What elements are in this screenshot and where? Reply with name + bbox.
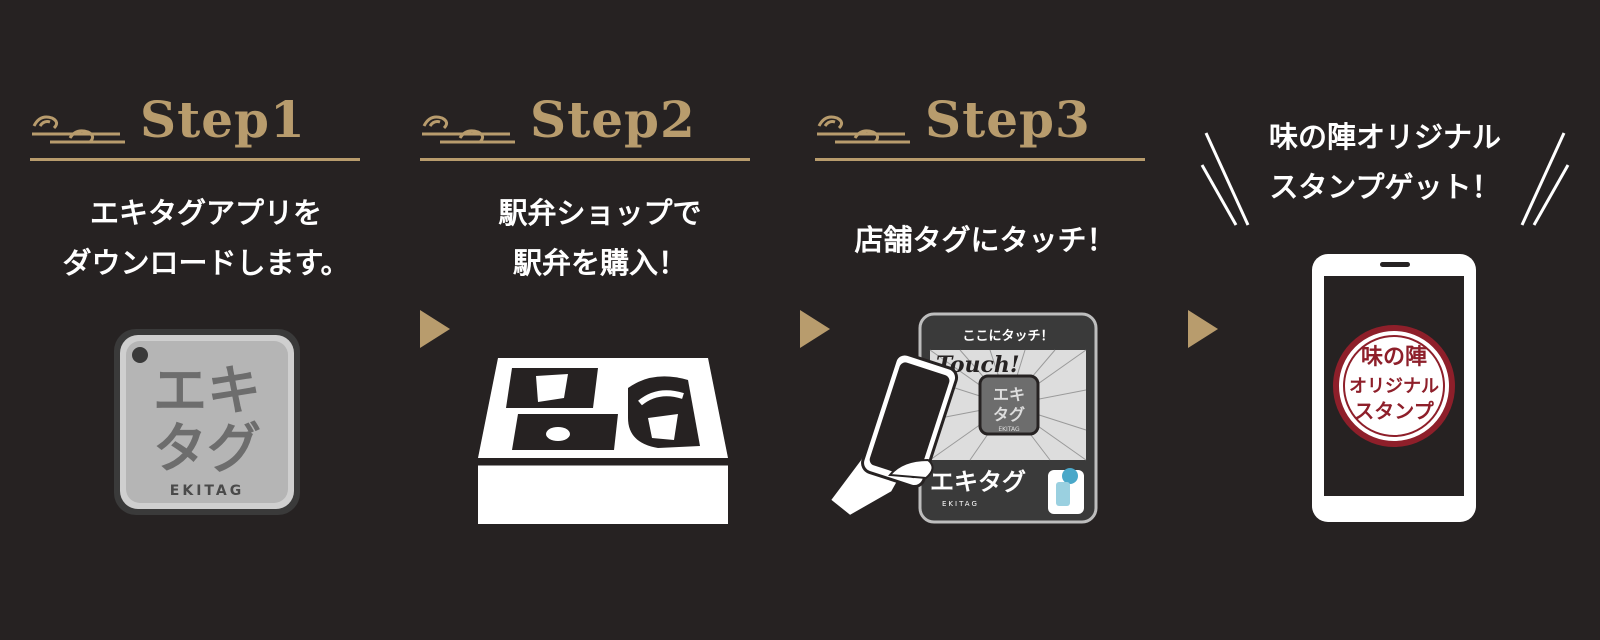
panel-brand-sub: EKITAG <box>942 500 979 508</box>
step1-line2: ダウンロードします。 <box>62 246 350 280</box>
step-title: Step1 <box>140 90 306 149</box>
stamp-line2: オリジナル <box>1349 376 1439 397</box>
emphasis-lines-right-icon <box>1520 132 1570 226</box>
step-divider <box>30 158 360 161</box>
step3-header: Step3 <box>815 88 1145 168</box>
stamp-line3: スタンプ <box>1354 399 1434 423</box>
panel-tag-line2: タグ <box>993 405 1025 424</box>
step-divider <box>420 158 750 161</box>
touch-panel-illustration: ここにタッチ！ Touch! エキ タグ EKITAG エキタグ EKITAG <box>830 312 1098 524</box>
step2-line2: 駅弁を購入！ <box>512 246 687 280</box>
panel-tag-sub: EKITAG <box>998 426 1020 433</box>
step-title: Step3 <box>925 90 1091 149</box>
step2-line1: 駅弁ショップで <box>498 196 702 230</box>
step2-header: Step2 <box>420 88 750 168</box>
panel-brand: エキタグ <box>930 468 1026 496</box>
smartphone-stamp-illustration: 味の陣 オリジナル スタンプ <box>1312 254 1476 522</box>
step3-description: 店舗タグにタッチ！ <box>805 215 1165 265</box>
final-description: 味の陣オリジナル スタンプゲット！ <box>1200 112 1570 212</box>
app-logo-sub: EKITAG <box>170 483 244 499</box>
step3-line1: 店舗タグにタッチ！ <box>854 223 1116 257</box>
step-divider <box>815 158 1145 161</box>
arrow-right-icon <box>1188 310 1218 348</box>
bento-box-icon <box>478 358 728 524</box>
final-line1: 味の陣オリジナル <box>1268 120 1501 154</box>
final-line2: スタンプゲット！ <box>1269 170 1501 204</box>
step1-description: エキタグアプリを ダウンロードします。 <box>26 188 386 288</box>
app-logo-line1: エキ <box>153 359 261 422</box>
emphasis-lines-left-icon <box>1200 132 1250 226</box>
panel-tag-line1: エキ <box>993 385 1025 404</box>
ekitag-app-icon: エキ タグ EKITAG <box>114 329 300 515</box>
stamp-line1: 味の陣 <box>1361 345 1427 370</box>
arrow-right-icon <box>420 310 450 348</box>
step1-header: Step1 <box>30 88 360 168</box>
step2-description: 駅弁ショップで 駅弁を購入！ <box>420 188 780 288</box>
cloud-ornament-icon <box>32 115 125 144</box>
cloud-ornament-icon <box>422 115 515 144</box>
step1-line1: エキタグアプリを <box>89 196 322 230</box>
cloud-ornament-icon <box>817 115 910 144</box>
step-title: Step2 <box>530 90 696 149</box>
arrow-right-icon <box>800 310 830 348</box>
app-logo-line2: タグ <box>153 417 261 480</box>
panel-top-text: ここにタッチ！ <box>962 329 1053 344</box>
